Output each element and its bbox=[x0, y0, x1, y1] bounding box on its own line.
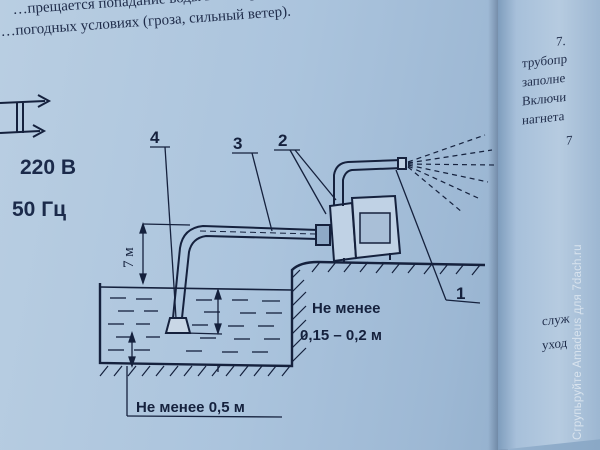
diagram: 7 м bbox=[0, 94, 495, 418]
right-line-1: трубопр bbox=[522, 50, 568, 71]
right-line-2: заполне bbox=[522, 69, 566, 90]
watermark: Сгрупьруйте Amadeus для 7dach.ru bbox=[572, 244, 584, 440]
height-dimension bbox=[139, 221, 191, 286]
water-spray bbox=[407, 134, 495, 213]
power-arrows-icon bbox=[0, 94, 52, 138]
right-bottom-line-2: уход bbox=[542, 334, 568, 353]
right-page: 7. трубопр заполне Включи нагнета 7 служ… bbox=[498, 0, 600, 450]
depth-note-value: 0,15 – 0,2 м bbox=[300, 327, 382, 344]
voltage-label: 220 В bbox=[20, 156, 77, 179]
height-label: 7 м bbox=[121, 247, 137, 268]
callout-1: 1 bbox=[456, 284, 465, 303]
callout-leaders bbox=[150, 146, 481, 319]
depth-note-title: Не менее bbox=[312, 300, 381, 317]
bottom-note: Не менее 0,5 м bbox=[136, 399, 245, 416]
left-page: …прещается попадание воды в электродвига… bbox=[0, 0, 495, 418]
discharge-pipe bbox=[333, 157, 407, 206]
callout-3: 3 bbox=[233, 134, 242, 153]
right-line-3: Включи bbox=[522, 88, 567, 109]
suction-pipe bbox=[172, 224, 319, 319]
right-line-4: нагнета bbox=[522, 108, 565, 128]
section-number-7-2: 7 bbox=[566, 132, 573, 148]
callout-2: 2 bbox=[278, 131, 287, 150]
depth-dimension bbox=[185, 287, 223, 372]
bottom-dimension bbox=[126, 330, 283, 418]
foot-valve bbox=[164, 317, 192, 334]
section-number-7-1: 7. bbox=[556, 32, 566, 49]
right-bottom-line-1: служ bbox=[542, 310, 570, 329]
water-basin bbox=[98, 260, 486, 377]
callout-4: 4 bbox=[150, 128, 160, 147]
frequency-label: 50 Гц bbox=[12, 198, 67, 221]
pump bbox=[315, 194, 402, 263]
